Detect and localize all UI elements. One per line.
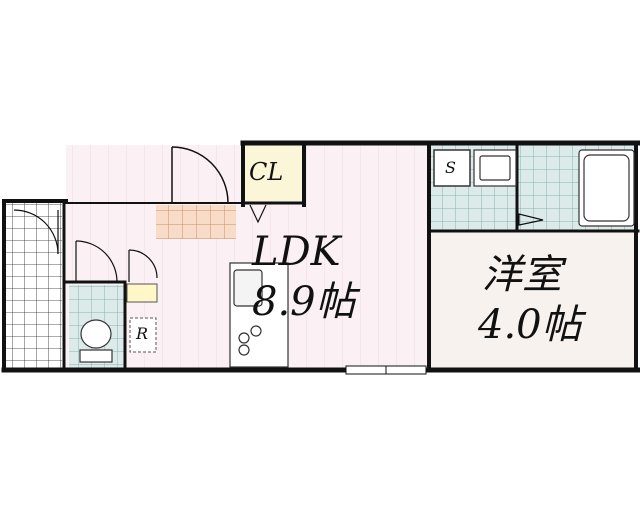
refrigerator-label: R — [136, 324, 149, 343]
western-room-floor — [431, 232, 638, 370]
shoe-storage-label: S — [445, 158, 456, 177]
western-room-size-label: 4.0帖 — [478, 302, 582, 348]
ldk-name-label: LDK — [252, 229, 341, 275]
balcony-grid — [6, 203, 62, 368]
entrance-door — [171, 146, 229, 204]
washbasin — [473, 149, 517, 187]
refrigerator-slot — [129, 317, 157, 353]
closet-label: CL — [249, 158, 284, 186]
closet-area — [243, 145, 304, 203]
window — [345, 365, 427, 375]
bathtub — [578, 149, 635, 227]
western-room-name-label: 洋室 — [482, 252, 562, 298]
toilet — [79, 319, 113, 363]
kitchen-counter — [229, 262, 289, 368]
shoe-storage-box — [433, 149, 471, 187]
storage-yellow — [126, 283, 158, 303]
ldk-size-label: 8.9帖 — [252, 279, 356, 325]
entry-tiles — [156, 205, 236, 239]
